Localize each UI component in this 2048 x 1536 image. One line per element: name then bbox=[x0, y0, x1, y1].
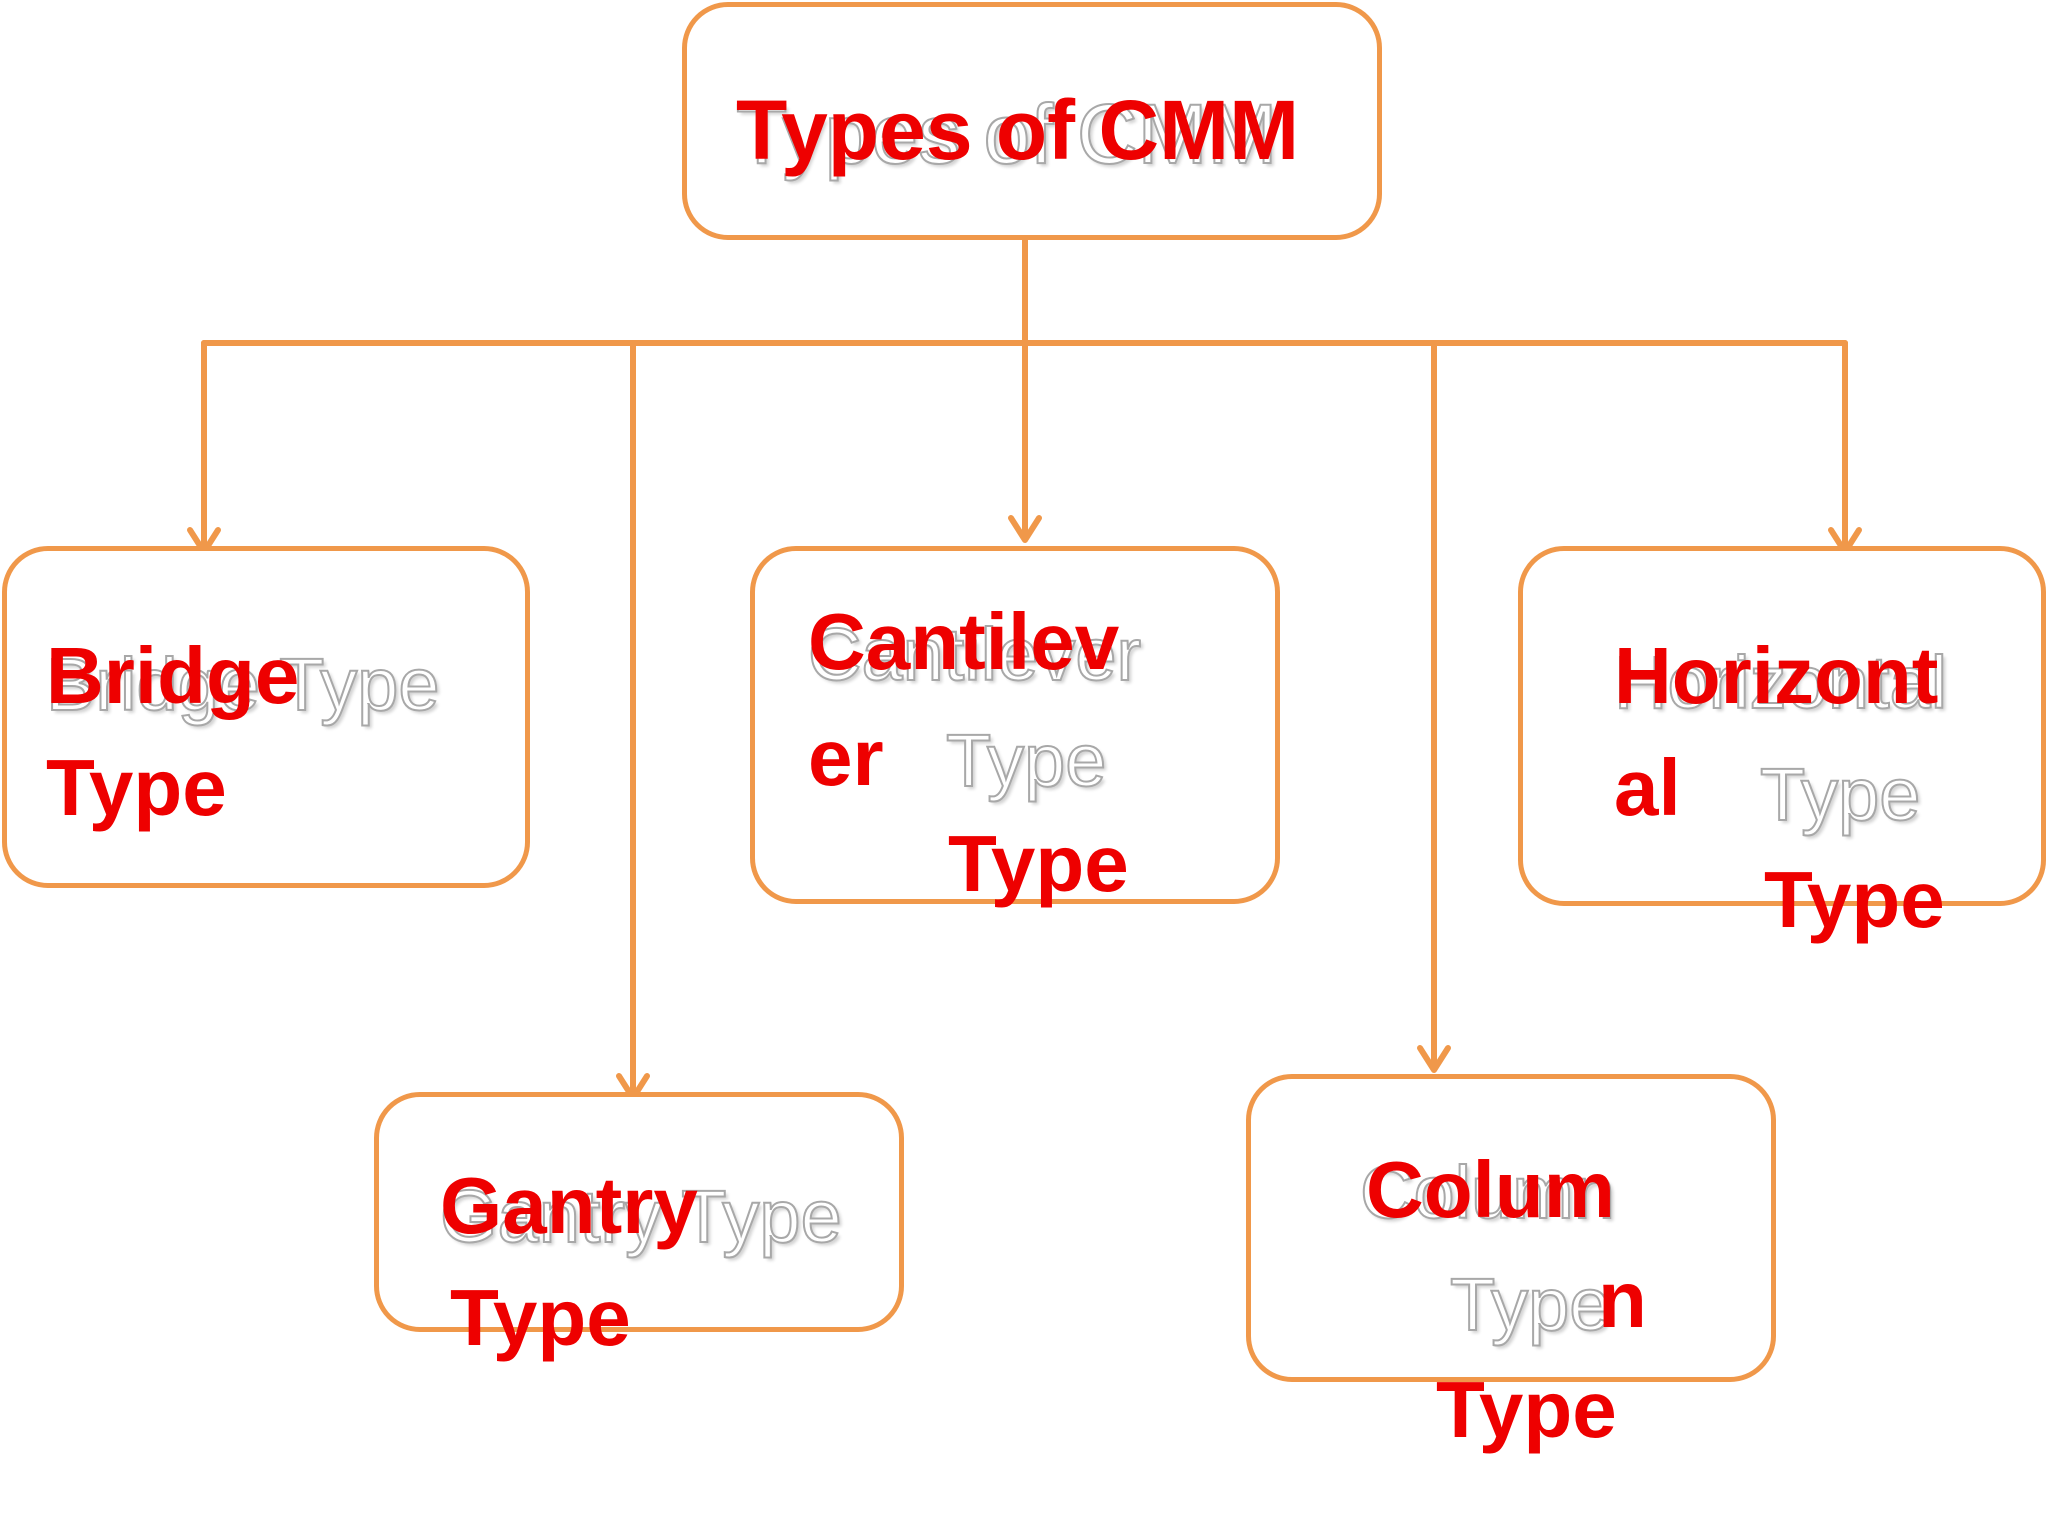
gantry-label-line2: Type bbox=[450, 1273, 631, 1362]
horizontal-node bbox=[1518, 546, 2046, 906]
cantilever-ghost-line1: Cantilever bbox=[807, 613, 1142, 696]
arrowhead-cantilever bbox=[1008, 515, 1042, 543]
bridge-label-line1: Bridge bbox=[46, 631, 300, 720]
column-node bbox=[1246, 1074, 1776, 1382]
root-ghost-text: Types of CMM bbox=[735, 87, 1278, 181]
horizontal-label-line2: al bbox=[1614, 743, 1681, 832]
gantry-node bbox=[374, 1092, 904, 1332]
arrowhead-column bbox=[1417, 1045, 1451, 1073]
root-title: Types of CMM bbox=[736, 83, 1300, 177]
horizontal-ghost-line2: Type bbox=[1759, 753, 1921, 836]
cantilever-label-line1: Cantilev bbox=[808, 597, 1120, 686]
gantry-label-line1: Gantry bbox=[440, 1161, 698, 1250]
column-ghost-line1: Column bbox=[1359, 1151, 1616, 1234]
horizontal-label-line3: Type bbox=[1764, 855, 1945, 944]
gantry-ghost-text: Gantry Type bbox=[439, 1175, 843, 1258]
bridge-node bbox=[2, 546, 530, 888]
bridge-ghost-text: Bridge Type bbox=[45, 643, 441, 726]
cantilever-label-line3: Type bbox=[948, 819, 1129, 908]
horizontal-ghost-line1: Horizontal bbox=[1613, 641, 1948, 724]
horizontal-label-line1: Horizont bbox=[1614, 631, 1939, 720]
column-ghost-line2: Type bbox=[1449, 1263, 1611, 1346]
cantilever-ghost-line2: Type bbox=[945, 719, 1107, 802]
bridge-label-line2: Type bbox=[46, 743, 227, 832]
column-label-line3: Type bbox=[1436, 1365, 1617, 1454]
cantilever-label-line2: er bbox=[808, 713, 884, 802]
cantilever-node bbox=[750, 546, 1280, 904]
column-label-line1: Colum bbox=[1366, 1145, 1615, 1234]
column-label-line2: n bbox=[1598, 1255, 1647, 1344]
root-node bbox=[682, 2, 1382, 240]
